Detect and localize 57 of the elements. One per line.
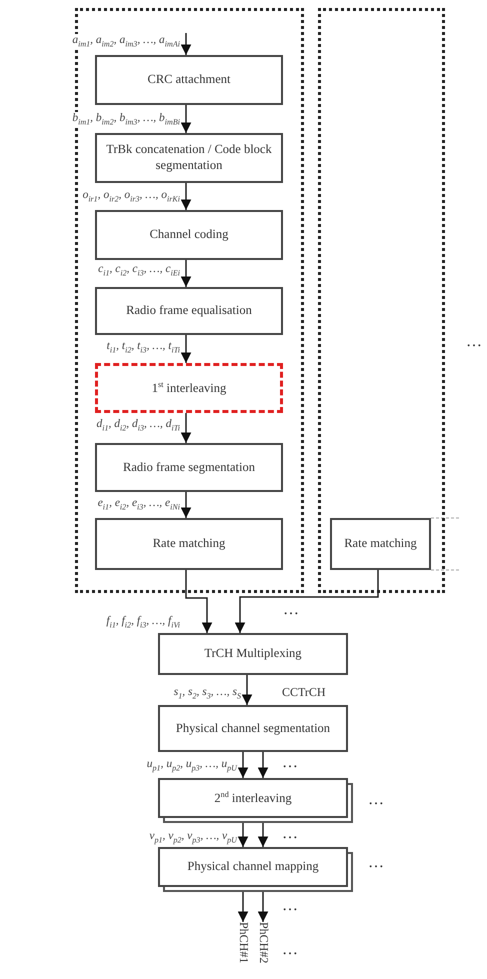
- process-label: 1$^{st}$ interleaving: [152, 380, 226, 396]
- arrow: [238, 823, 248, 847]
- process-box: [95, 210, 283, 260]
- arrow: [234, 570, 379, 633]
- process-label: Radio frame equalisation: [126, 303, 252, 319]
- ellipsis-mark: …: [368, 792, 384, 808]
- edge-label: b$_{im1}$, b$_{im2}$, b$_{im3}$, …, b$_{imBi}$: [72, 112, 180, 127]
- channel-label: PhCH#1: [236, 922, 251, 964]
- arrow: [242, 675, 252, 705]
- edge-label: t$_{i1}$, t$_{i2}$, t$_{i3}$, …, t$_{iTi}$: [106, 340, 180, 355]
- process-box: [158, 633, 348, 675]
- arrow: [180, 335, 192, 363]
- arrow: [258, 892, 268, 922]
- ellipsis-mark: …: [282, 942, 298, 958]
- arrow: [180, 260, 192, 287]
- process-label: TrCH Multiplexing: [204, 646, 302, 662]
- channel-label: CCTrCH: [282, 686, 326, 698]
- process-label: Channel coding: [150, 227, 228, 243]
- arrow: [238, 752, 248, 778]
- ellipsis-mark: …: [282, 755, 298, 771]
- process-label: TrBk concatenation / Code block segmentation: [105, 142, 273, 174]
- process-box: [158, 847, 348, 887]
- process-label: Physical channel segmentation: [176, 720, 330, 736]
- arrow: [180, 105, 192, 133]
- process-box: [158, 705, 348, 752]
- arrow: [180, 492, 192, 518]
- process-box: [95, 133, 283, 183]
- ellipsis-mark: …: [368, 855, 384, 871]
- process-label: Rate matching: [344, 536, 417, 552]
- process-box: [95, 443, 283, 492]
- process-box: [95, 55, 283, 105]
- process-box: [330, 518, 431, 570]
- ellipsis-mark: …: [282, 898, 298, 914]
- arrow: [180, 183, 192, 210]
- process-label: Rate matching: [152, 536, 226, 552]
- process-label: Physical channel mapping: [187, 859, 319, 875]
- arrow: [258, 752, 268, 778]
- arrow: [258, 823, 268, 847]
- ellipsis-mark: …: [283, 602, 299, 618]
- arrow: [185, 570, 212, 633]
- edge-label: d$_{i1}$, d$_{i2}$, d$_{i3}$, …, d$_{iTi}$: [96, 418, 180, 433]
- ellipsis-mark: …: [282, 826, 298, 842]
- process-box: [158, 778, 348, 818]
- arrow: [238, 892, 248, 922]
- channel-label: PhCH#2: [256, 922, 271, 964]
- arrow: [180, 33, 192, 55]
- process-label: Radio frame segmentation: [123, 460, 255, 476]
- edge-label: a$_{im1}$, a$_{im2}$, a$_{im3}$, …, a$_{imAi}$: [72, 34, 180, 49]
- process-label: CRC attachment: [148, 72, 230, 88]
- process-box: [95, 518, 283, 570]
- ellipsis-mark: …: [466, 334, 482, 350]
- highlighted-process-box: [95, 363, 283, 413]
- dotted-group-outline: [318, 8, 445, 593]
- process-label: 2$^{nd}$ interleaving: [214, 790, 292, 806]
- edge-label: f$_{i1}$, f$_{i2}$, f$_{i3}$, …, f$_{iVi}$: [106, 615, 180, 630]
- process-box: [95, 287, 283, 335]
- arrow: [180, 413, 192, 443]
